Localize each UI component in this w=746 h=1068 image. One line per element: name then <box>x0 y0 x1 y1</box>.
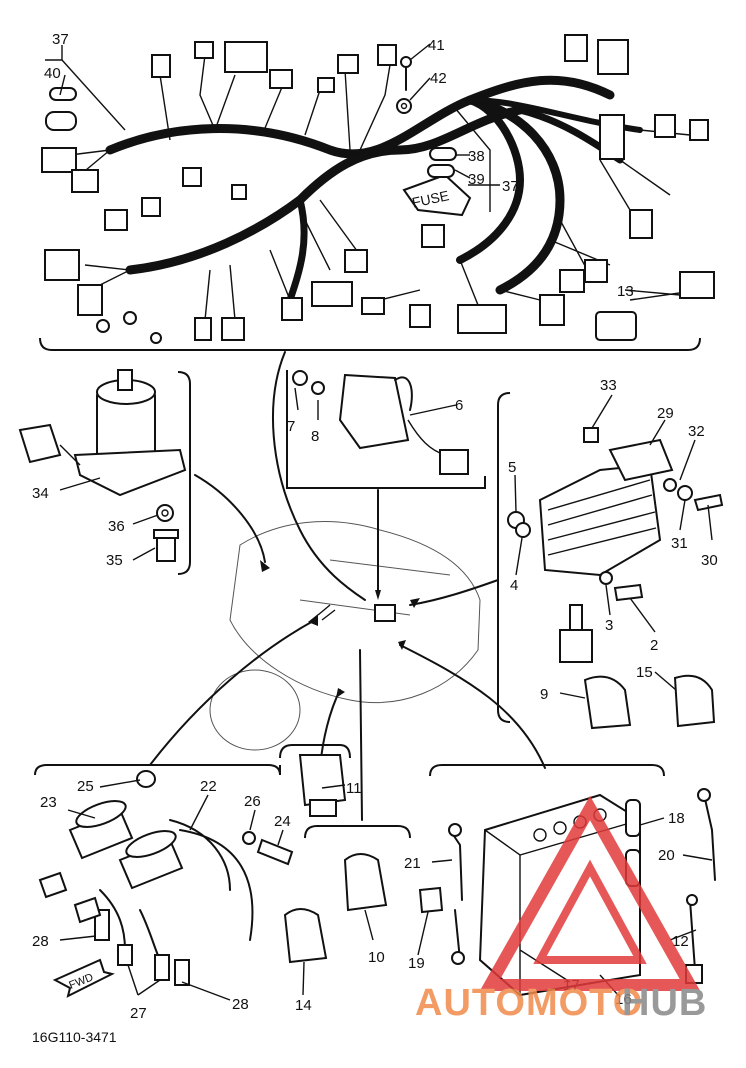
label-part-32: 32 <box>688 423 705 440</box>
label-part-6: 6 <box>455 397 463 414</box>
battery-assembly <box>418 764 716 997</box>
label-part-18: 18 <box>668 810 685 827</box>
label-part-7: 7 <box>287 418 295 435</box>
label-part-34: 34 <box>32 485 49 502</box>
label-part-11: 11 <box>346 780 362 797</box>
label-part-23: 23 <box>40 794 57 811</box>
label-part-5: 5 <box>508 459 516 476</box>
watermark-triangle <box>479 795 701 991</box>
automotohub-watermark: AUTOMOTO HUB <box>415 795 707 1024</box>
label-part-8: 8 <box>311 428 319 445</box>
label-part-10: 10 <box>368 949 385 966</box>
label-part-13: 13 <box>617 283 634 300</box>
label-part-25: 25 <box>77 778 94 795</box>
label-part-22: 22 <box>200 778 217 795</box>
label-part-20: 20 <box>658 847 675 864</box>
label-part-19: 19 <box>408 955 425 972</box>
relay-assembly <box>286 370 486 489</box>
label-part-35: 35 <box>106 552 123 569</box>
label-part-12: 12 <box>672 933 689 950</box>
label-part-4: 4 <box>510 577 518 594</box>
sender-and-covers <box>279 744 411 964</box>
label-part-26: 26 <box>244 793 261 810</box>
fuse-box-label: FUSE <box>411 187 451 210</box>
label-part-28-left: 28 <box>32 933 49 950</box>
label-part-16: 16 <box>615 991 632 1008</box>
motorcycle-outline <box>149 351 546 821</box>
main-wire-harness: FUSE <box>39 34 715 351</box>
label-part-37-mid: 37 <box>502 178 519 195</box>
label-part-24: 24 <box>274 813 291 830</box>
ignition-coil-assembly: FWD <box>34 764 294 998</box>
drawing-code: 16G110-3471 <box>32 1029 117 1045</box>
label-part-15: 15 <box>636 664 653 681</box>
label-part-39: 39 <box>468 171 485 188</box>
label-part-36: 36 <box>108 518 125 535</box>
label-part-27: 27 <box>130 1005 147 1022</box>
label-part-40: 40 <box>44 65 61 82</box>
label-part-30: 30 <box>701 552 718 569</box>
label-part-9: 9 <box>540 686 548 703</box>
label-part-29: 29 <box>657 405 674 422</box>
label-part-41: 41 <box>428 37 445 54</box>
watermark-text-secondary: HUB <box>622 982 707 1024</box>
main-switch-assembly <box>18 369 191 575</box>
label-part-31: 31 <box>671 535 688 552</box>
label-part-3: 3 <box>605 617 613 634</box>
label-part-2: 2 <box>650 637 658 654</box>
watermark-text-primary: AUTOMOTO <box>415 982 643 1024</box>
rectifier-regulator-assembly <box>497 392 724 730</box>
label-part-42: 42 <box>430 70 447 87</box>
label-part-33: 33 <box>600 377 617 394</box>
label-part-38: 38 <box>468 148 485 165</box>
label-part-37-top: 37 <box>52 31 69 48</box>
leader-lines <box>45 43 713 1001</box>
part-number-labels: 37 40 41 42 38 39 37 13 7 8 6 33 29 32 5… <box>32 31 718 1022</box>
label-part-14: 14 <box>295 997 312 1014</box>
label-part-21: 21 <box>404 855 421 872</box>
label-part-28-right: 28 <box>232 996 249 1013</box>
